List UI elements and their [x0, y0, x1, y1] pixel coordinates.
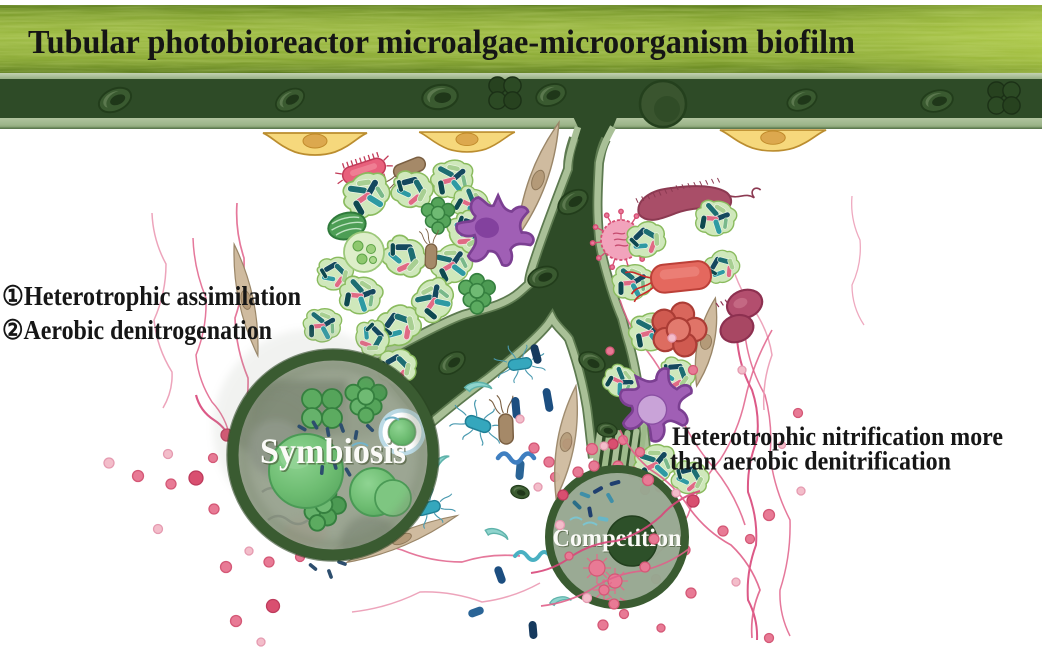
svg-text:Symbiosis: Symbiosis	[260, 431, 406, 471]
svg-text:Heterotrophic nitrification mo: Heterotrophic nitrification more	[672, 422, 1003, 451]
svg-text:Symbiosis: Symbiosis	[262, 433, 408, 473]
svg-text:①Heterotrophic assimilation: ①Heterotrophic assimilation	[2, 281, 301, 311]
svg-text:Competition: Competition	[553, 525, 682, 552]
svg-text:than aerobic denitrification: than aerobic denitrification	[670, 447, 951, 476]
svg-text:②Aerobic denitrogenation: ②Aerobic denitrogenation	[2, 315, 272, 345]
svg-text:Tubular photobioreactor microa: Tubular photobioreactor microalgae-micro…	[28, 24, 855, 61]
